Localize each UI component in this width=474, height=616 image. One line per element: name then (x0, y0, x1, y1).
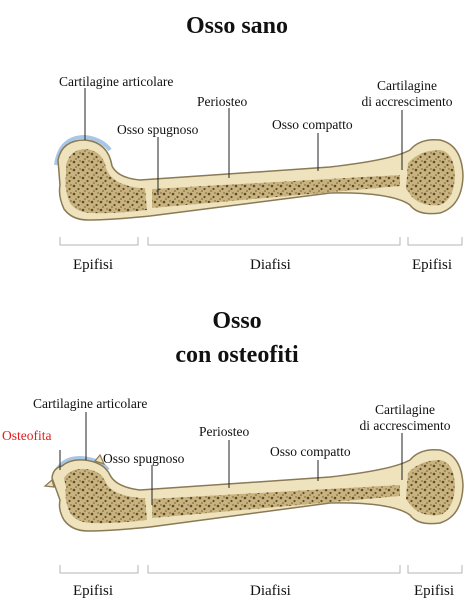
osteophyte-label-periosteo: Periosteo (199, 424, 250, 439)
osteophyte-spur-left (43, 478, 55, 488)
healthy-label-cartilagine-accrescimento-2: di accrescimento (361, 94, 453, 109)
osteophyte-bracket-epifisi-left (59, 565, 139, 574)
osteophyte-label-osso-compatto: Osso compatto (270, 444, 351, 459)
osteophyte-growth-plate-left (146, 497, 151, 521)
osteophyte-spongy-bone-right (406, 460, 455, 516)
osteophyte-bone-title-line2: con osteofiti (175, 342, 299, 368)
healthy-spongy-bone-shaft (152, 175, 400, 208)
healthy-label-cartilagine-articolare: Cartilagine articolare (59, 74, 174, 89)
healthy-bone (54, 88, 464, 246)
healthy-bracket-diafisi (147, 237, 401, 246)
healthy-label-osso-compatto: Osso compatto (272, 117, 353, 132)
osteophyte-bracket-diafisi (147, 565, 401, 574)
osteophyte-spur-top (93, 453, 106, 465)
osteophyte-label-osso-spugnoso: Osso spugnoso (103, 451, 185, 466)
osteophyte-bone (43, 412, 464, 574)
osteophyte-spongy-bone-shaft (152, 485, 400, 518)
healthy-section-epifisi-left: Epifisi (73, 257, 113, 273)
healthy-label-cartilagine-accrescimento-1: Cartilagine (377, 78, 437, 93)
healthy-growth-plate-left (146, 187, 151, 211)
healthy-section-epifisi-right: Epifisi (412, 257, 452, 273)
healthy-section-diafisi: Diafisi (250, 257, 291, 273)
healthy-bracket-epifisi-left (59, 237, 139, 246)
osteophyte-section-diafisi: Diafisi (250, 583, 291, 599)
healthy-bone-title: Osso sano (185, 13, 289, 39)
osteophyte-section-epifisi-right: Epifisi (414, 583, 454, 599)
healthy-spongy-bone-right (406, 150, 455, 206)
healthy-label-periosteo: Periosteo (197, 94, 248, 109)
osteophyte-bone-title-line1: Osso (212, 308, 262, 334)
osteophyte-bracket-epifisi-right (407, 565, 463, 574)
osteophyte-section-epifisi-left: Epifisi (73, 583, 113, 599)
healthy-spongy-bone-left (65, 149, 147, 214)
osteophyte-label-osteofita: Osteofita (2, 428, 52, 443)
osteophyte-label-cartilagine-articolare: Cartilagine articolare (33, 396, 148, 411)
healthy-bracket-epifisi-right (407, 237, 463, 246)
osteophyte-articular-cartilage (55, 455, 110, 472)
osteophyte-spongy-bone-left (64, 468, 147, 524)
healthy-label-osso-spugnoso: Osso spugnoso (117, 122, 199, 137)
osteophyte-label-cartilagine-accrescimento-1: Cartilagine (375, 402, 435, 417)
osteophyte-label-cartilagine-accrescimento-2: di accrescimento (359, 418, 451, 433)
